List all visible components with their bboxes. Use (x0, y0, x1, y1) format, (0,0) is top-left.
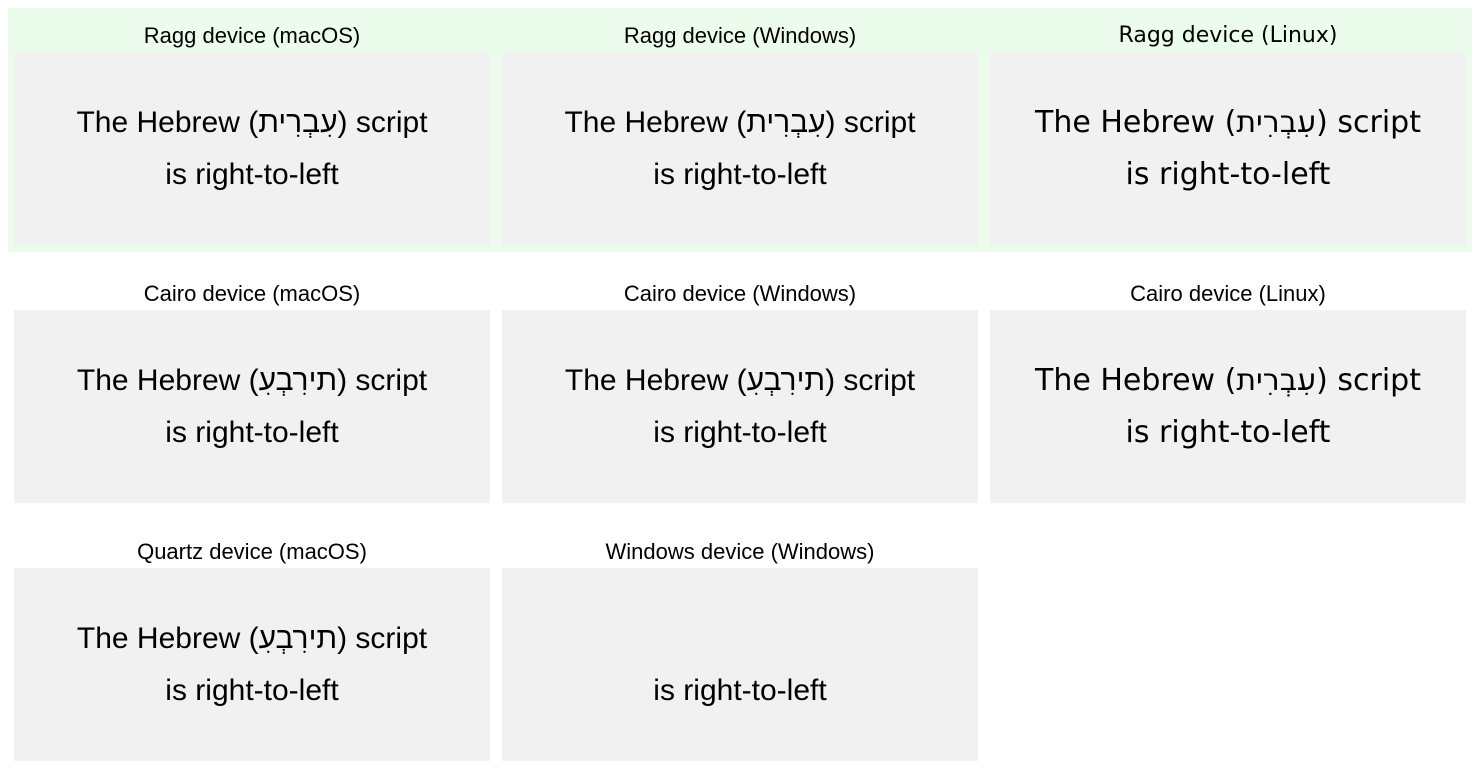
panel-box: The Hebrew (‭עִבְרִית‬) script is right-… (14, 310, 490, 503)
panel-cairo-linux: Cairo device (Linux) The Hebrew (עִבְרִי… (990, 278, 1466, 503)
panel-title: Cairo device (Windows) (623, 281, 857, 306)
sample-text-line2: is right-to-left (165, 415, 339, 449)
sample-text-line2: is right-to-left (165, 157, 339, 191)
sample-text-line1: The Hebrew (עִבְרִית) script (1035, 104, 1421, 140)
panel-title: Ragg device (Windows) (623, 23, 857, 48)
panel-box: The Hebrew (עִבְרִית) script is right-to… (990, 310, 1466, 503)
sample-text-line1: The Hebrew (‭עִבְרִית‬) script (76, 621, 428, 655)
sample-text-line2: is right-to-left (653, 415, 827, 449)
sample-text-line2: is right-to-left (1125, 414, 1331, 450)
panel-title: Cairo device (macOS) (143, 281, 361, 306)
sample-text-line2: is right-to-left (653, 157, 827, 191)
panel-ragg-linux: Ragg device (Linux) The Hebrew (עִבְרִית… (990, 20, 1466, 245)
panel-box: The Hebrew (עִבְרִית) script is right-to… (14, 52, 490, 245)
panel-cairo-windows: Cairo device (Windows) The Hebrew (‭עִבְ… (502, 278, 978, 503)
sample-text-line1: The Hebrew (עִבְרִית) script (76, 105, 428, 139)
panel-ragg-macos: Ragg device (macOS) The Hebrew (עִבְרִית… (14, 20, 490, 245)
panel-box: The Hebrew (‭עִבְרִית‬) script is right-… (14, 568, 490, 761)
sample-text-line1: The Hebrew (‭עִבְרִית‬) script (76, 363, 428, 397)
panel-cairo-macos: Cairo device (macOS) The Hebrew (‭עִבְרִ… (14, 278, 490, 503)
sample-text-line2: is right-to-left (653, 673, 827, 707)
panel-quartz-macos: Quartz device (macOS) The Hebrew (‭עִבְר… (14, 536, 490, 761)
sample-text-line2: is right-to-left (165, 673, 339, 707)
panel-box: is right-to-left (502, 568, 978, 761)
panel-title: Windows device (Windows) (605, 539, 875, 564)
sample-text-line1: The Hebrew (עִבְרִית) script (1035, 362, 1421, 398)
panel-title: Quartz device (macOS) (137, 539, 367, 564)
panel-box: The Hebrew (עִבְרִית) script is right-to… (990, 52, 1466, 245)
sample-text-line1: The Hebrew (‭עִבְרִית‬) script (564, 363, 916, 397)
panel-title: Ragg device (macOS) (143, 23, 361, 48)
panel-box: The Hebrew (‭עִבְרִית‬) script is right-… (502, 310, 978, 503)
panel-windows-windows: Windows device (Windows) is right-to-lef… (502, 536, 978, 761)
panel-ragg-windows: Ragg device (Windows) The Hebrew (עִבְרִ… (502, 20, 978, 245)
sample-text-line2: is right-to-left (1125, 156, 1331, 192)
panel-title: Cairo device (Linux) (1130, 281, 1326, 306)
panel-title: Ragg device (Linux) (1118, 23, 1338, 48)
sample-text-line1: The Hebrew (עִבְרִית) script (564, 105, 916, 139)
panel-box: The Hebrew (עִבְרִית) script is right-to… (502, 52, 978, 245)
